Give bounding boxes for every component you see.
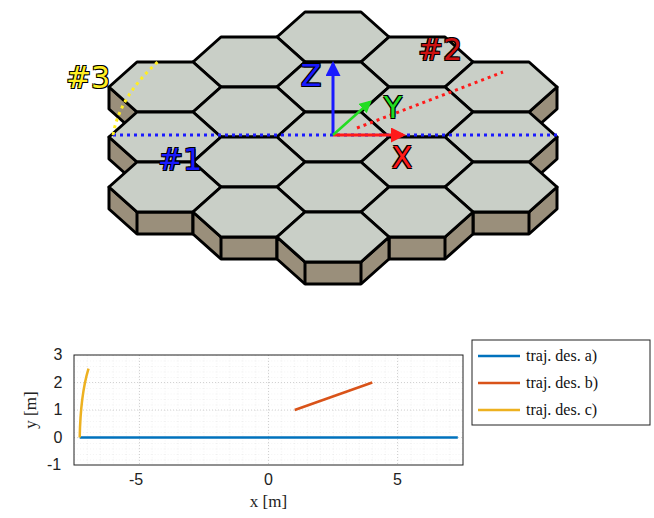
tick-label: 0	[54, 430, 63, 446]
tick-label: 5	[393, 472, 402, 488]
axis-title: x [m]	[250, 493, 287, 510]
legend-sample	[478, 382, 520, 385]
legend-text: traj. des. a)	[526, 348, 597, 364]
axis-name: Y	[384, 93, 402, 123]
legend-sample	[478, 409, 520, 412]
axis-name: Z	[301, 61, 322, 91]
trajectory-number: #3	[66, 63, 110, 93]
trajectory-number: #2	[418, 35, 462, 65]
tick-label: 1	[54, 402, 63, 418]
axis-title: y [m]	[22, 391, 39, 428]
tick-label: 3	[54, 347, 63, 363]
tick-label: 2	[54, 375, 63, 391]
legend-text: traj. des. b)	[526, 375, 598, 391]
legend-sample	[478, 355, 520, 358]
axis-name: X	[392, 143, 413, 173]
legend-text: traj. des. c)	[526, 402, 597, 418]
tick-label: 0	[264, 472, 273, 488]
tick-label: -5	[129, 472, 143, 488]
trajectory-number: #1	[158, 145, 202, 175]
tick-label: -1	[47, 457, 61, 473]
